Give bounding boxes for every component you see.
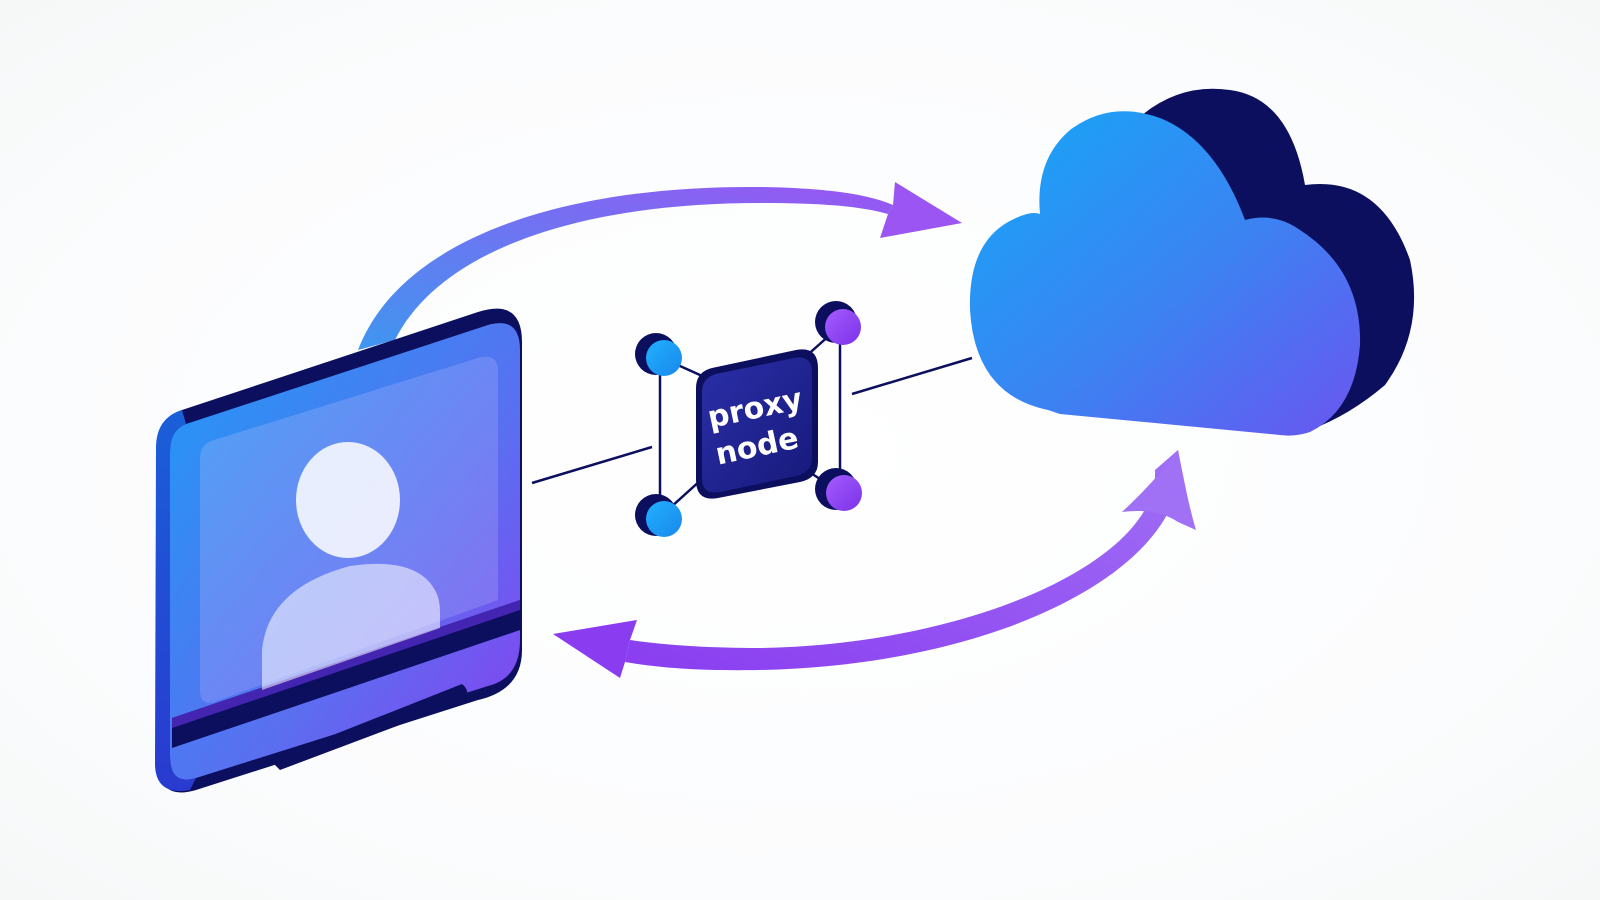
proxy-dot-bottom-right [815,468,862,511]
avatar-body [262,563,440,690]
proxy-dot-top-left [635,333,682,376]
cloud-icon [969,88,1415,436]
proxy-server-link [851,356,973,396]
proxy-chip-icon: proxy node [635,301,862,537]
proxy-dot-top-right [815,301,861,345]
user-monitor-icon [155,308,522,793]
request-arrow [358,182,962,350]
client-proxy-link [531,445,653,485]
response-arrow [553,450,1196,678]
avatar-head [296,442,400,558]
proxy-dot-bottom-left [635,494,682,537]
